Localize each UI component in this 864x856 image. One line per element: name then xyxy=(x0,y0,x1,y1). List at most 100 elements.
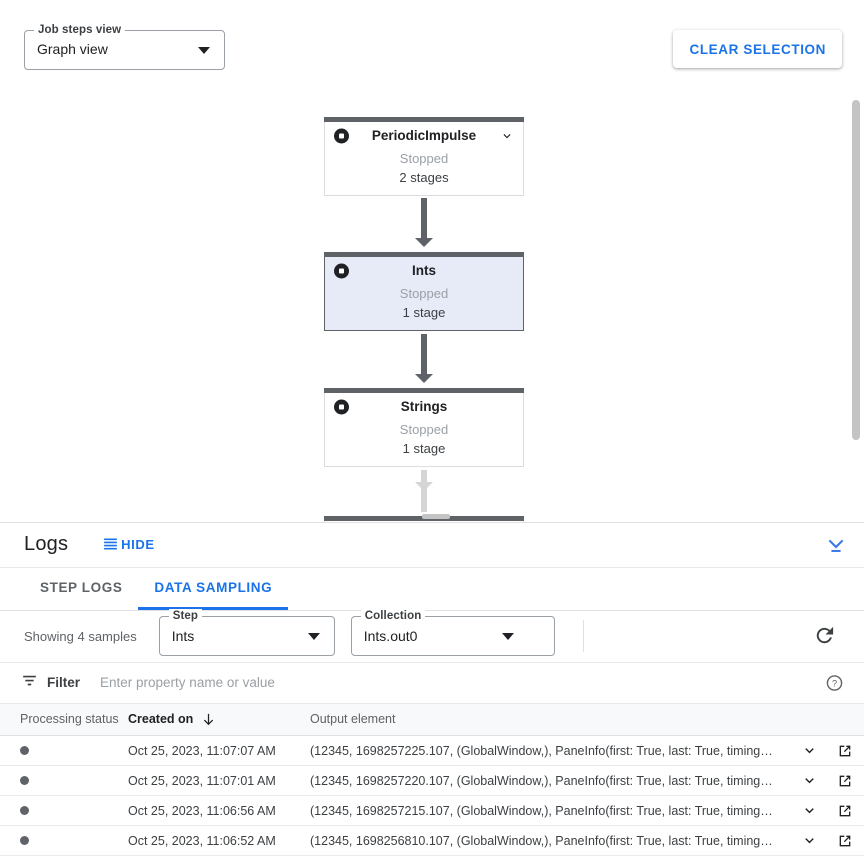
graph-edge-3 xyxy=(421,470,427,512)
filter-input[interactable] xyxy=(100,675,850,691)
node-status: Stopped xyxy=(399,422,449,437)
filter-row: Filter ? xyxy=(0,663,864,704)
page-title: Logs xyxy=(24,533,69,556)
cell-expand[interactable] xyxy=(792,765,826,796)
expand-row-button[interactable] xyxy=(792,742,826,759)
table-body: Oct 25, 2023, 11:07:07 AM (12345, 169825… xyxy=(0,735,864,856)
chevron-down-icon xyxy=(501,633,514,641)
cell-expand[interactable] xyxy=(792,735,826,766)
output-element-text: (12345, 1698257225.107, (GlobalWindow,),… xyxy=(310,743,773,758)
hide-logs-label: HIDE xyxy=(121,537,155,553)
chevron-down-icon[interactable] xyxy=(500,129,514,143)
node-name: PeriodicImpulse xyxy=(371,128,477,143)
column-label: Processing status xyxy=(20,712,119,727)
table-row[interactable]: Oct 25, 2023, 11:06:56 AM (12345, 169825… xyxy=(0,795,864,826)
logs-header: Logs HIDE xyxy=(0,523,864,568)
job-steps-view-label: Job steps view xyxy=(34,23,126,37)
job-steps-view-select[interactable]: Job steps view Graph view xyxy=(24,23,225,70)
cell-output-element: (12345, 1698257220.107, (GlobalWindow,),… xyxy=(310,765,792,796)
column-header-processing-status[interactable]: Processing status xyxy=(0,703,128,736)
cell-output-element: (12345, 1698257215.107, (GlobalWindow,),… xyxy=(310,795,792,826)
sort-descending-icon xyxy=(201,712,216,727)
column-header-expand xyxy=(792,703,826,736)
table-row[interactable]: Oct 25, 2023, 11:07:07 AM (12345, 169825… xyxy=(0,735,864,766)
data-sampling-table: Processing status Created on Output elem… xyxy=(0,703,864,856)
node-header-bar xyxy=(324,117,524,122)
cell-processing-status xyxy=(0,825,128,856)
table-row[interactable]: Oct 25, 2023, 11:06:52 AM (12345, 169825… xyxy=(0,825,864,856)
svg-text:?: ? xyxy=(832,678,837,688)
cell-open-external[interactable] xyxy=(826,825,864,856)
refresh-button[interactable] xyxy=(812,624,836,648)
column-header-open xyxy=(826,703,864,736)
job-steps-view-value: Graph view xyxy=(37,41,108,57)
node-header-bar xyxy=(324,252,524,257)
data-sampling-controls: Showing 4 samples Step Ints Collection I… xyxy=(0,609,864,664)
node-title-row: PeriodicImpulse xyxy=(325,122,523,149)
job-graph-panel: PeriodicImpulse Stopped 2 stages Ints St… xyxy=(0,0,864,524)
open-in-new-button[interactable] xyxy=(826,743,864,759)
graph-edge-arrow-1 xyxy=(415,238,433,247)
tab-step-logs[interactable]: STEP LOGS xyxy=(24,568,138,610)
tab-data-sampling[interactable]: DATA SAMPLING xyxy=(138,568,289,610)
open-in-new-button[interactable] xyxy=(826,773,864,789)
open-in-new-button[interactable] xyxy=(826,833,864,849)
status-dot-icon xyxy=(20,776,29,785)
collection-select-value: Ints.out0 xyxy=(363,628,418,645)
cell-output-element: (12345, 1698256810.107, (GlobalWindow,),… xyxy=(310,825,792,856)
expand-row-button[interactable] xyxy=(792,832,826,849)
clear-selection-button[interactable]: CLEAR SELECTION xyxy=(673,30,842,68)
graph-edge-arrow-2 xyxy=(415,374,433,383)
node-status: Stopped xyxy=(399,151,449,166)
collection-select-label: Collection xyxy=(360,609,426,624)
output-element-text: (12345, 1698257215.107, (GlobalWindow,),… xyxy=(310,803,773,818)
chevron-down-icon xyxy=(307,633,320,641)
table-header: Processing status Created on Output elem… xyxy=(0,703,864,736)
node-stages: 1 stage xyxy=(402,305,446,320)
status-dot-icon xyxy=(20,806,29,815)
graph-node-strings[interactable]: Strings Stopped 1 stage xyxy=(324,388,524,467)
column-header-created-on[interactable]: Created on xyxy=(128,703,310,736)
graph-node-ints[interactable]: Ints Stopped 1 stage xyxy=(324,252,524,331)
node-header-bar xyxy=(324,388,524,393)
cell-created-on: Oct 25, 2023, 11:07:01 AM xyxy=(128,765,310,796)
showing-samples-text: Showing 4 samples xyxy=(24,628,137,644)
graph-edge-arrow-3 xyxy=(415,482,433,491)
logs-tabs: STEP LOGS DATA SAMPLING xyxy=(0,568,864,611)
filter-label: Filter xyxy=(47,675,81,691)
cell-open-external[interactable] xyxy=(826,795,864,826)
open-in-new-button[interactable] xyxy=(826,803,864,819)
graph-vertical-scrollbar[interactable] xyxy=(852,100,860,440)
cell-processing-status xyxy=(0,765,128,796)
controls-divider xyxy=(582,620,584,653)
filter-help-icon[interactable]: ? xyxy=(826,674,843,691)
graph-edge-2 xyxy=(421,334,427,376)
column-label: Created on xyxy=(128,712,194,727)
column-header-output-element[interactable]: Output element xyxy=(310,703,792,736)
cell-expand[interactable] xyxy=(792,795,826,826)
step-select-value: Ints xyxy=(171,628,195,645)
cell-open-external[interactable] xyxy=(826,765,864,796)
graph-canvas[interactable]: PeriodicImpulse Stopped 2 stages Ints St… xyxy=(0,0,864,523)
collection-select[interactable]: Collection Ints.out0 xyxy=(350,609,555,657)
column-label: Output element xyxy=(310,712,396,727)
graph-edge-1 xyxy=(421,198,427,240)
node-name: Ints xyxy=(411,263,436,278)
node-status: Stopped xyxy=(399,286,449,301)
collapse-panel-icon[interactable] xyxy=(823,532,849,558)
graph-resize-handle[interactable] xyxy=(422,514,450,520)
graph-node-periodicimpulse[interactable]: PeriodicImpulse Stopped 2 stages xyxy=(324,117,524,196)
hide-logs-button[interactable]: HIDE xyxy=(102,535,154,555)
expand-row-button[interactable] xyxy=(792,772,826,789)
step-select-label: Step xyxy=(168,609,203,624)
cell-open-external[interactable] xyxy=(826,735,864,766)
node-title-row: Strings xyxy=(325,393,523,420)
stop-icon xyxy=(334,263,349,278)
node-stages: 1 stage xyxy=(402,441,446,456)
node-stages: 2 stages xyxy=(399,170,449,185)
cell-expand[interactable] xyxy=(792,825,826,856)
status-dot-icon xyxy=(20,746,29,755)
table-row[interactable]: Oct 25, 2023, 11:07:01 AM (12345, 169825… xyxy=(0,765,864,796)
expand-row-button[interactable] xyxy=(792,802,826,819)
step-select[interactable]: Step Ints xyxy=(158,609,335,657)
